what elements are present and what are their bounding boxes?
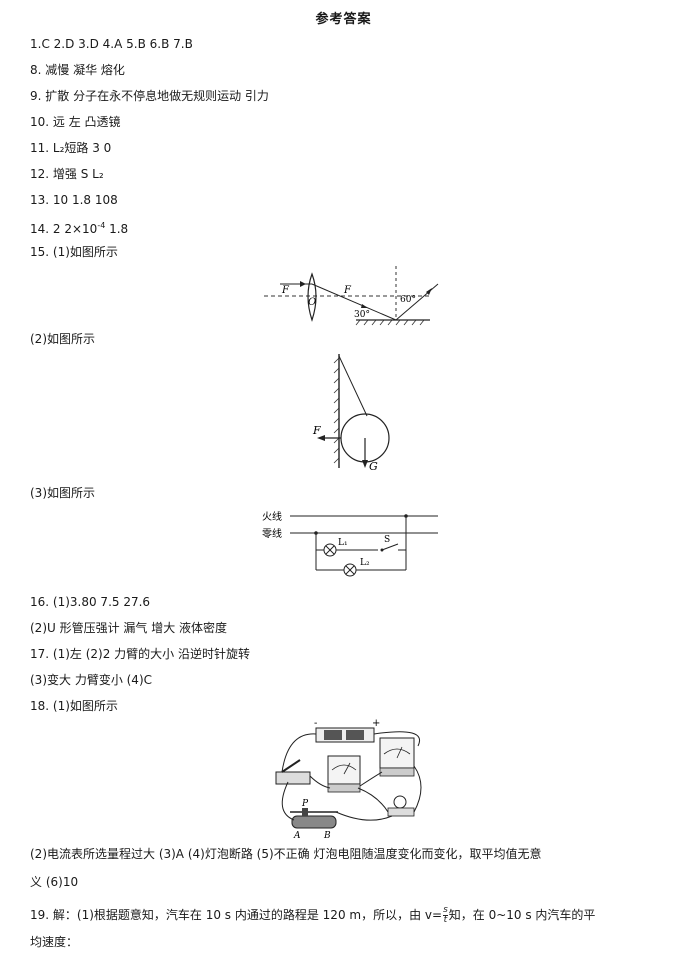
- answer-14-tail: 1.8: [105, 222, 129, 236]
- slider-label: P: [301, 799, 309, 809]
- lens-mirror-diagram: F O F 30° 60°: [264, 266, 439, 326]
- mirror-hatching: [355, 319, 425, 326]
- lamp-l2-label: L₂: [360, 558, 370, 568]
- ray-arrow: [300, 281, 306, 287]
- convex-lens: [307, 272, 317, 322]
- lamp-l1-label: L₁: [338, 538, 348, 548]
- focus-label-right: F: [343, 285, 352, 296]
- answer-line-10: 10. 远 左 凸透镜: [30, 115, 121, 129]
- fraction-numerator: s: [443, 905, 448, 916]
- focus-label-left: F: [281, 285, 290, 296]
- answer-14-text: 14. 2 2×10: [30, 222, 98, 236]
- battery-minus-label: -: [314, 718, 317, 729]
- answer-line-15-2: (2)如图所示: [30, 332, 95, 346]
- answer-line-17-2: (3)变大 力臂变小 (4)C: [30, 673, 153, 687]
- switch-s: [378, 543, 406, 554]
- ray-arrow: [361, 304, 368, 308]
- lamp: [387, 795, 415, 817]
- answer-19-tail: 知，在 0~10 s 内汽车的平: [448, 908, 596, 922]
- ammeter: [327, 755, 361, 793]
- answer-line-18-1: 18. (1)如图所示: [30, 699, 118, 713]
- answer-line-8: 8. 减慢 凝华 熔化: [30, 63, 125, 77]
- answer-line-17-1: 17. (1)左 (2)2 力臂的大小 沿逆时针旋转: [30, 647, 250, 661]
- answer-line-18-2a: (2)电流表所选量程过大 (3)A (4)灯泡断路 (5)不正确 灯泡电阻随温度…: [30, 847, 542, 861]
- sliding-rheostat: [290, 808, 338, 829]
- refracted-ray: [311, 283, 397, 321]
- gravity-arrowhead: [362, 460, 368, 468]
- force-arrowhead: [317, 435, 325, 441]
- page-title: 参考答案: [315, 12, 372, 27]
- neutral-wire-label: 零线: [262, 527, 282, 540]
- answer-line-15-3: (3)如图所示: [30, 486, 95, 500]
- answer-line-19-c: 均速度：: [30, 935, 79, 949]
- terminal-b-label: B: [323, 831, 331, 840]
- answer-line-13: 13. 10 1.8 108: [30, 193, 118, 207]
- angle-60-label: 60°: [400, 295, 416, 305]
- answer-line-14: 14. 2 2×10-4 1.8: [30, 218, 128, 237]
- lamp-l2: [343, 563, 357, 577]
- answer-line-16-2: (2)U 形管压强计 漏气 增大 液体密度: [30, 621, 228, 635]
- force-label: F: [312, 424, 321, 437]
- answer-line-19: 19. 解：(1)根据题意知，汽车在 10 s 内通过的路程是 120 m，所以…: [30, 906, 595, 925]
- answer-line-1-7: 1.C 2.D 3.D 4.A 5.B 6.B 7.B: [30, 37, 193, 51]
- angle-30-label: 30°: [354, 310, 370, 320]
- voltmeter: [379, 737, 415, 777]
- switch-label: S: [384, 535, 390, 545]
- terminal-a-label: A: [293, 831, 301, 840]
- hanging-ball-diagram: F G: [312, 354, 390, 473]
- string: [338, 355, 368, 417]
- ray-arrow: [426, 288, 432, 295]
- live-wire-label: 火线: [262, 510, 282, 523]
- household-circuit-diagram: 火线 零线 L₁ L₂ S: [262, 510, 438, 577]
- gravity-label: G: [369, 460, 378, 473]
- knife-switch: [275, 759, 311, 785]
- fraction-denominator: t: [443, 915, 448, 925]
- answer-line-15-1: 15. (1)如图所示: [30, 245, 118, 259]
- wall-hatching: [333, 357, 340, 464]
- answer-14-exponent: -4: [97, 221, 106, 230]
- answer-line-9: 9. 扩散 分子在永不停息地做无规则运动 引力: [30, 89, 269, 103]
- lamp-l1: [323, 543, 337, 557]
- lens-center-label: O: [308, 297, 316, 308]
- answer-line-11: 11. L₂短路 3 0: [30, 141, 112, 155]
- connecting-wires: [281, 731, 422, 821]
- answer-19-text: 19. 解：(1)根据题意知，汽车在 10 s 内通过的路程是 120 m，所以…: [30, 908, 443, 922]
- answer-line-16-1: 16. (1)3.80 7.5 27.6: [30, 595, 151, 609]
- circuit-apparatus-diagram: - + P A B: [275, 718, 422, 840]
- answer-line-18-2b: 义 (6)10: [30, 875, 79, 889]
- battery-plus-label: +: [372, 718, 380, 729]
- answer-line-12: 12. 增强 S L₂: [30, 167, 104, 181]
- battery-box: [315, 727, 375, 743]
